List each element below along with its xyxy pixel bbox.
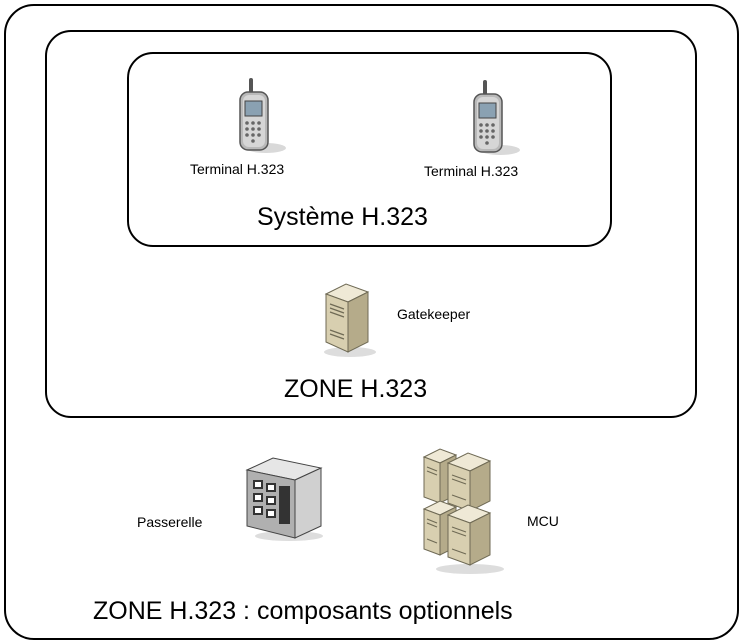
gateway-box-icon [245, 457, 323, 541]
gatekeeper-label: Gatekeeper [397, 306, 471, 322]
h323-zone [45, 30, 697, 418]
terminal-label: Terminal H.323 [424, 163, 519, 179]
zone-title: ZONE H.323 [284, 375, 428, 403]
terminal-label: Terminal H.323 [190, 161, 285, 177]
outer-zone-title: ZONE H.323 : composants optionnels [93, 597, 513, 625]
system-title: Système H.323 [257, 203, 428, 231]
optional-components-zone [4, 4, 739, 640]
h323-system [127, 52, 612, 247]
server-cluster-icon [422, 448, 504, 574]
mobile-phone-icon [239, 78, 286, 153]
server-tower-icon [324, 283, 376, 357]
mcu-label: MCU [527, 513, 559, 529]
gateway-label: Passerelle [137, 514, 203, 530]
mobile-phone-icon [473, 80, 520, 155]
